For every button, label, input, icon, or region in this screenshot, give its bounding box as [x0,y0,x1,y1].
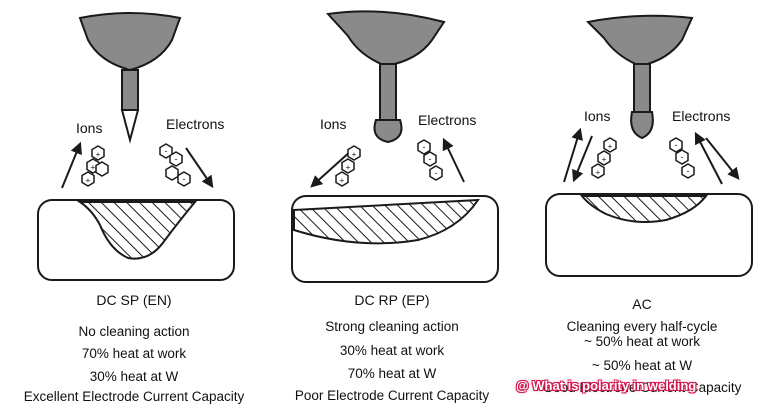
workpiece [545,193,753,277]
panel-dcsp: + + + - - - Ions Electrons DC SP (EN) No… [0,0,268,415]
dcrp-diagram: + + + - - - [291,10,499,283]
svg-text:+: + [86,176,91,185]
svg-text:+: + [608,142,613,151]
panel-line-1: Cleaning every half-cycle [566,319,718,334]
electrons-arrow-down [705,137,740,180]
ion-cluster-icon: + + + [81,145,109,187]
panel-line-4: Poor Electrode Current Capacity [294,388,490,403]
electrons-label: Electrons [166,116,225,132]
ions-arrow-down [572,135,593,183]
svg-text:+: + [352,150,357,159]
panel-dcrp: + + + - - - Ions Electrons DC RP (EP) St… [268,0,516,415]
electron-cluster-icon: - - - [669,137,695,179]
panel-line-3: 30% heat at W [89,369,179,384]
panel-line-1: No cleaning action [78,324,190,339]
watermark: @ What is polarity in welding [516,378,697,393]
svg-text:-: - [165,146,168,156]
svg-text:+: + [596,168,601,177]
electron-cluster-icon: - - - [159,143,191,187]
electrons-arrow [185,147,214,188]
torch-icon [325,10,446,123]
panel-line-1: Strong cleaning action [325,319,459,334]
panel-line-2: ~ 50% heat at work [584,334,700,349]
svg-text:-: - [675,140,678,150]
ions-label: Ions [320,116,347,132]
ions-arrow [310,149,353,188]
svg-text:+: + [340,176,345,185]
ion-cluster-icon: + + + [591,137,617,179]
panel-line-4: Good Electrode Current Capacity [542,380,742,395]
electrons-label: Electrons [672,108,731,124]
panel-line-2: 70% heat at work [81,346,187,361]
svg-text:+: + [602,155,607,164]
svg-text:+: + [96,150,101,159]
tungsten-electrode-icon [120,109,140,144]
svg-text:-: - [687,166,690,176]
ac-diagram: + + + - - - [545,14,753,277]
electron-cluster-icon: - - - [417,139,443,181]
svg-text:-: - [429,154,432,164]
panel-title: AC [632,296,652,312]
weld-pool-icon [293,198,480,245]
panel-ac: + + + - - - Ions Electrons AC Cleaning e… [516,0,768,415]
svg-text:-: - [183,174,186,184]
ions-arrow-up [563,127,583,183]
torch-icon [585,14,694,115]
tungsten-electrode-icon [373,119,403,144]
tungsten-electrode-icon [630,111,654,140]
ions-label: Ions [584,108,611,124]
ion-cluster-icon: + + + [335,145,361,187]
electrons-label: Electrons [418,112,477,128]
weld-pool-icon [76,201,198,260]
panel-line-4: Excellent Electrode Current Capacity [23,389,245,404]
ions-label: Ions [76,120,103,136]
ions-arrow [61,141,82,189]
svg-text:+: + [346,163,351,172]
torch-icon [78,12,182,111]
weld-pool-icon [579,195,709,223]
electrons-arrow-up [694,131,723,185]
svg-text:-: - [423,142,426,152]
electrons-arrow [442,137,465,183]
panel-title: DC SP (EN) [96,292,172,308]
svg-text:+: + [91,163,96,172]
panel-line-3: 70% heat at W [347,366,437,381]
panel-line-3: ~ 50% heat at W [591,358,693,373]
panel-title: DC RP (EP) [354,292,430,308]
panel-line-2: 30% heat at work [339,343,445,358]
svg-text:-: - [175,154,178,164]
dcsp-diagram: + + + - - - [37,12,235,281]
svg-text:-: - [681,152,684,162]
svg-text:-: - [435,168,438,178]
